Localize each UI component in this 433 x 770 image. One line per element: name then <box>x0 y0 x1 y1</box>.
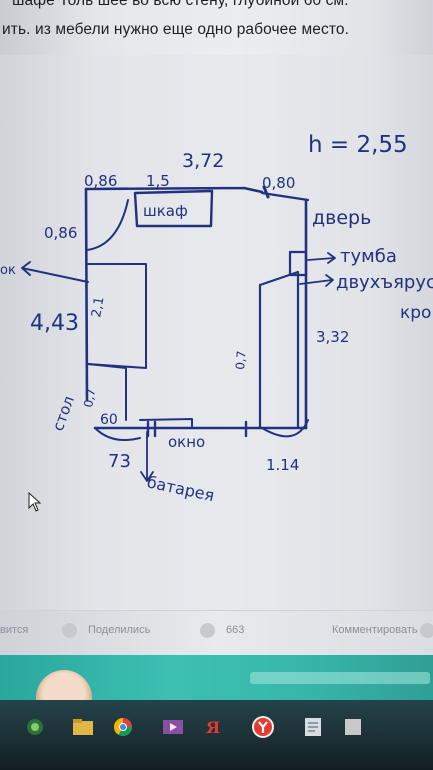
bunk-arrow <box>299 274 334 287</box>
ceiling-height-label: h = 2,55 <box>308 132 408 158</box>
bed-outline <box>258 270 300 430</box>
views-count: 663 <box>226 624 245 636</box>
bottom-left-arc <box>94 427 141 441</box>
radiator-arrow <box>140 431 154 482</box>
plan-paper <box>0 55 433 610</box>
banner-text-blur <box>250 672 430 684</box>
taskbar-misc-icon[interactable] <box>340 716 366 738</box>
taskbar-app-icon[interactable] <box>22 716 48 738</box>
nightstand-arrow <box>307 252 336 264</box>
wardrobe-label: шкаф <box>143 202 188 220</box>
bottom-left-label: 73 <box>108 451 131 472</box>
left-edge-label: ок <box>0 263 16 278</box>
left-arrow <box>21 261 89 283</box>
right-wall-length-label: 3,32 <box>316 328 349 346</box>
floor-plan-image[interactable]: h = 2,55 3,72 0,86 1,5 0,80 шкаф дверь 0… <box>0 55 433 610</box>
window-sill <box>139 418 193 429</box>
nightstand-box <box>288 250 308 277</box>
comment-button[interactable]: Комментировать <box>332 624 418 636</box>
desk-outline <box>87 263 147 369</box>
share-icon[interactable] <box>62 623 77 638</box>
share-button[interactable]: Поделились <box>88 624 151 636</box>
bottom-right-arc <box>261 419 309 438</box>
nightstand-label: тумба <box>340 246 397 267</box>
post-text-line-1: шафе Толь шее во всю стену, глубиной 60 … <box>12 0 349 9</box>
taskbar-media-icon[interactable] <box>160 716 186 738</box>
taskbar-explorer-icon[interactable] <box>70 716 96 738</box>
left-wall-top-label: 0,86 <box>44 224 77 242</box>
bed-label: кро <box>400 303 431 323</box>
taskbar-yandex-icon[interactable]: Я <box>200 716 226 738</box>
post-text-line-2: ить. из мебели нужно еще одно рабочее ме… <box>2 21 350 38</box>
views-icon <box>200 623 215 638</box>
desk-depth-label: 0,7 <box>81 387 98 408</box>
bunk-bed-label: двухъярусная <box>336 272 433 293</box>
top-wall <box>84 186 264 194</box>
like-button[interactable]: вится <box>0 624 29 636</box>
left-wall-length-label: 4,43 <box>30 311 79 336</box>
taskbar-chrome-icon[interactable] <box>110 716 136 738</box>
door-label: дверь <box>312 207 371 229</box>
door-line <box>260 191 310 202</box>
inner-mark-label: 2,1 <box>89 296 107 319</box>
post-actions-bar: вится Поделились 663 Комментировать <box>0 610 433 656</box>
window-label: окно <box>168 433 205 451</box>
comment-icon[interactable] <box>420 623 433 638</box>
left-wall <box>84 187 89 402</box>
wardrobe-box <box>133 189 214 228</box>
desk-return <box>87 363 127 421</box>
top-segment-label: 1,5 <box>146 172 170 190</box>
door-width-label: 0,80 <box>262 174 295 192</box>
bottom-right-label: 1.14 <box>266 456 299 474</box>
bed-width-label: 0,7 <box>233 350 249 370</box>
desk-width-label: 60 <box>100 412 118 428</box>
door-hinge-mark <box>262 185 270 199</box>
mouse-pointer-icon <box>28 492 42 512</box>
taskbar-yandex-browser-icon[interactable] <box>250 716 276 738</box>
yandex-label: Я <box>205 717 221 737</box>
window-left-jamb <box>146 420 157 438</box>
taskbar-document-icon[interactable] <box>300 716 326 738</box>
top-wall-length-label: 3,72 <box>182 150 224 172</box>
door-swing-arc <box>86 199 129 251</box>
left-corner-label: 0,86 <box>84 172 117 190</box>
